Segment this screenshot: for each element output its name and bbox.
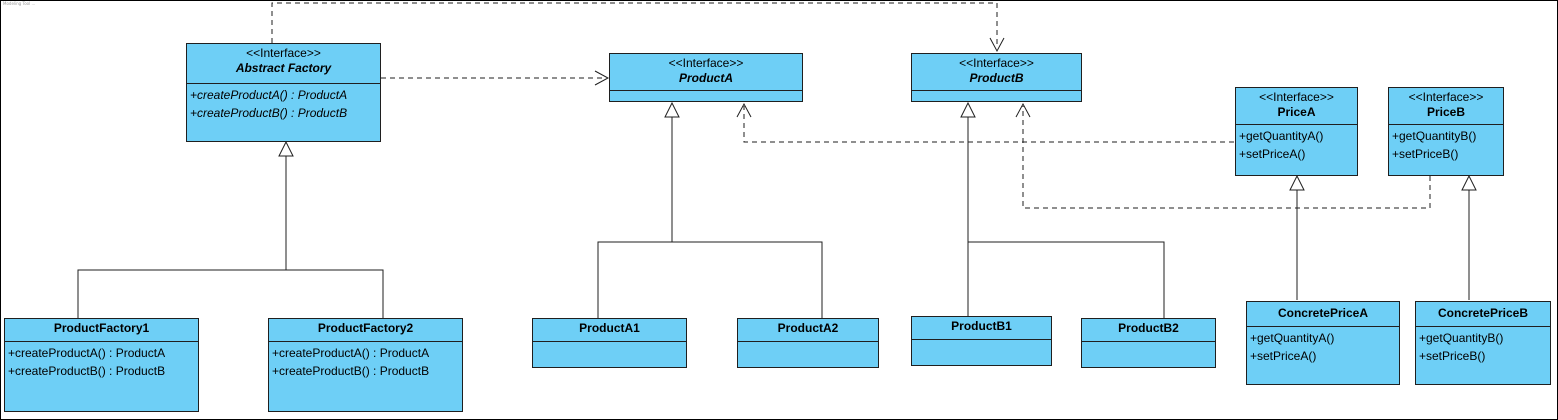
- dependency-arrowheads: [594, 37, 1031, 118]
- class-name: ProductFactory2: [317, 321, 414, 335]
- generalization-price-b: [1461, 174, 1477, 300]
- stereotype-label: <<Interface>>: [959, 56, 1034, 70]
- product-a-interface[interactable]: <<Interface>> ProductA: [609, 53, 803, 102]
- dependency-lines: [271, 2, 1431, 209]
- stereotype-label: <<Interface>>: [668, 56, 744, 70]
- concrete-price-b-class[interactable]: ConcretePriceB +getQuantityB() +setPrice…: [1415, 301, 1551, 385]
- operations-list: +createProductA() : ProductA +createProd…: [269, 342, 462, 382]
- class-name: PriceA: [1277, 105, 1316, 119]
- operations-list: +getQuantityA() +setPriceA(): [1236, 125, 1357, 165]
- operation: +setPriceA(): [1250, 349, 1317, 363]
- class-header: <<Interface>> ProductB: [912, 54, 1081, 91]
- class-name: ProductFactory1: [53, 321, 150, 335]
- dependency-price-a-to-product-a: [743, 106, 1234, 143]
- operation: +setPriceA(): [1239, 147, 1306, 161]
- class-header: ConcretePriceA: [1247, 302, 1399, 327]
- class-name: ProductB1: [951, 319, 1012, 333]
- class-name: ProductA: [679, 71, 733, 85]
- class-header: ConcretePriceB: [1416, 302, 1550, 327]
- product-a1-class[interactable]: ProductA1: [532, 318, 687, 368]
- price-b-interface[interactable]: <<Interface>> PriceB +getQuantityB() +se…: [1388, 87, 1504, 176]
- generalization-price-a: [1289, 174, 1305, 300]
- stereotype-label: <<Interface>>: [1408, 90, 1484, 104]
- generalization-product-a: [597, 101, 823, 318]
- product-b2-class[interactable]: ProductB2: [1081, 318, 1216, 368]
- abstract-factory-class[interactable]: <<Interface>> Abstract Factory +createPr…: [186, 43, 381, 142]
- operation: +createProductB() : ProductB: [8, 364, 166, 378]
- operation: +getQuantityB(): [1419, 331, 1504, 345]
- dependency-price-b-to-product-b: [1022, 106, 1431, 209]
- class-name: ConcretePriceA: [1277, 306, 1369, 320]
- operations-list: +createProductA() : ProductA +createProd…: [187, 84, 380, 124]
- class-name: ProductB2: [1118, 321, 1179, 335]
- class-header: <<Interface>> PriceB: [1389, 88, 1503, 125]
- stereotype-label: <<Interface>>: [246, 46, 321, 60]
- class-header: <<Interface>> PriceA: [1236, 88, 1357, 125]
- operation: +createProductA() : ProductA: [190, 88, 348, 102]
- class-header: ProductB2: [1082, 319, 1215, 342]
- generalization-abstract-factory: [77, 140, 384, 318]
- dependency-factory-to-product-b: [271, 2, 998, 48]
- class-name: ProductA1: [579, 321, 640, 335]
- product-b-interface[interactable]: <<Interface>> ProductB: [911, 53, 1082, 102]
- product-factory1-class[interactable]: ProductFactory1 +createProductA() : Prod…: [4, 318, 199, 412]
- stereotype-label: <<Interface>>: [1259, 90, 1334, 104]
- class-header: ProductB1: [912, 317, 1051, 340]
- class-name: ConcretePriceB: [1437, 306, 1529, 320]
- operation: +getQuantityA(): [1250, 331, 1335, 345]
- concrete-price-a-class[interactable]: ConcretePriceA +getQuantityA() +setPrice…: [1246, 301, 1400, 385]
- operation: +createProductB() : ProductB: [190, 106, 348, 120]
- price-a-interface[interactable]: <<Interface>> PriceA +getQuantityA() +se…: [1235, 87, 1358, 176]
- class-header: ProductFactory1: [5, 319, 198, 342]
- class-header: <<Interface>> Abstract Factory: [187, 44, 380, 84]
- operation: +createProductA() : ProductA: [272, 346, 430, 360]
- operations-list: +createProductA() : ProductA +createProd…: [5, 342, 198, 382]
- operations-list: +getQuantityA() +setPriceA(): [1247, 327, 1399, 367]
- class-header: ProductFactory2: [269, 319, 462, 342]
- operation: +getQuantityA(): [1239, 129, 1324, 143]
- class-header: ProductA1: [533, 319, 686, 342]
- class-name: PriceB: [1426, 105, 1466, 119]
- operations-list: +getQuantityB() +setPriceB(): [1389, 125, 1503, 165]
- operation: +setPriceB(): [1419, 349, 1486, 363]
- class-name: ProductA2: [777, 321, 839, 335]
- header-note: Modeling Tool ...: [3, 1, 36, 6]
- operation: +getQuantityB(): [1392, 129, 1477, 143]
- class-name: ProductB: [969, 71, 1024, 85]
- operations-list: +getQuantityB() +setPriceB(): [1416, 327, 1550, 367]
- operation: +createProductA() : ProductA: [8, 346, 166, 360]
- generalization-product-b: [960, 101, 1165, 318]
- operation: +createProductB() : ProductB: [272, 364, 430, 378]
- product-a2-class[interactable]: ProductA2: [737, 318, 879, 368]
- class-header: <<Interface>> ProductA: [610, 54, 802, 91]
- class-header: ProductA2: [738, 319, 878, 342]
- product-factory2-class[interactable]: ProductFactory2 +createProductA() : Prod…: [268, 318, 463, 412]
- class-name: Abstract Factory: [235, 61, 332, 75]
- product-b1-class[interactable]: ProductB1: [911, 316, 1052, 366]
- operation: +setPriceB(): [1392, 147, 1459, 161]
